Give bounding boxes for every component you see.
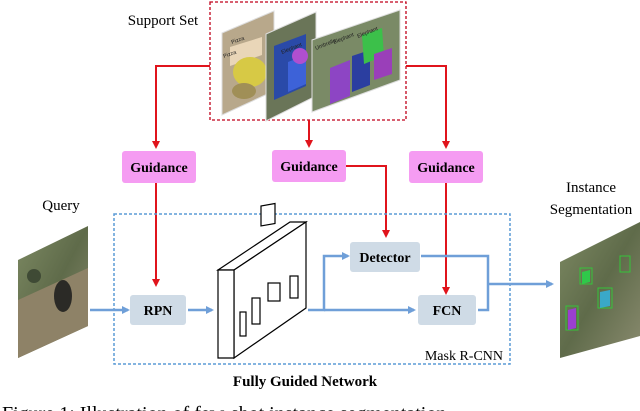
detector-label: Detector (359, 251, 410, 266)
rpn-box: RPN (130, 295, 186, 325)
mask-rcnn-label: Mask R-CNN (425, 349, 503, 364)
support-label: Pizza (231, 35, 247, 46)
guidance-label: Guidance (417, 161, 475, 176)
detector-box: Detector (350, 242, 420, 272)
rpn-label: RPN (144, 304, 173, 319)
mask-rcnn-frame (113, 213, 511, 365)
output-segmentation-image (560, 222, 640, 358)
query-image (18, 226, 88, 358)
arrow-guidance-to-detector (346, 165, 390, 238)
network-title: Fully Guided Network (233, 374, 378, 390)
guidance-box-1: Guidance (122, 151, 196, 183)
support-image-elephant-2 (311, 9, 401, 113)
arrow-features-to-detector (308, 252, 350, 312)
support-label: Pizza (223, 49, 239, 60)
guidance-arrows (152, 65, 450, 295)
fcn-box: FCN (418, 295, 476, 325)
guidance-box-2: Guidance (272, 150, 346, 182)
output-label-line1: Instance (566, 180, 616, 196)
arrow-support-to-guidance-1 (152, 65, 210, 149)
support-image-pizza (221, 10, 275, 116)
flow-arrows (90, 252, 554, 314)
support-image-elephant-1 (265, 11, 317, 122)
fcn-label: FCN (433, 304, 462, 319)
arrow-support-to-guidance-3 (406, 65, 450, 149)
support-set-title: Support Set (128, 13, 199, 29)
query-label: Query (42, 198, 80, 214)
feature-map-volume (216, 202, 308, 360)
guidance-label: Guidance (280, 160, 338, 175)
output-label-line2: Segmentation (550, 202, 633, 218)
caption-fragment: Figure 1: Illustration of few-shot insta… (2, 403, 446, 411)
guidance-box-3: Guidance (409, 151, 483, 183)
guidance-label: Guidance (130, 161, 188, 176)
